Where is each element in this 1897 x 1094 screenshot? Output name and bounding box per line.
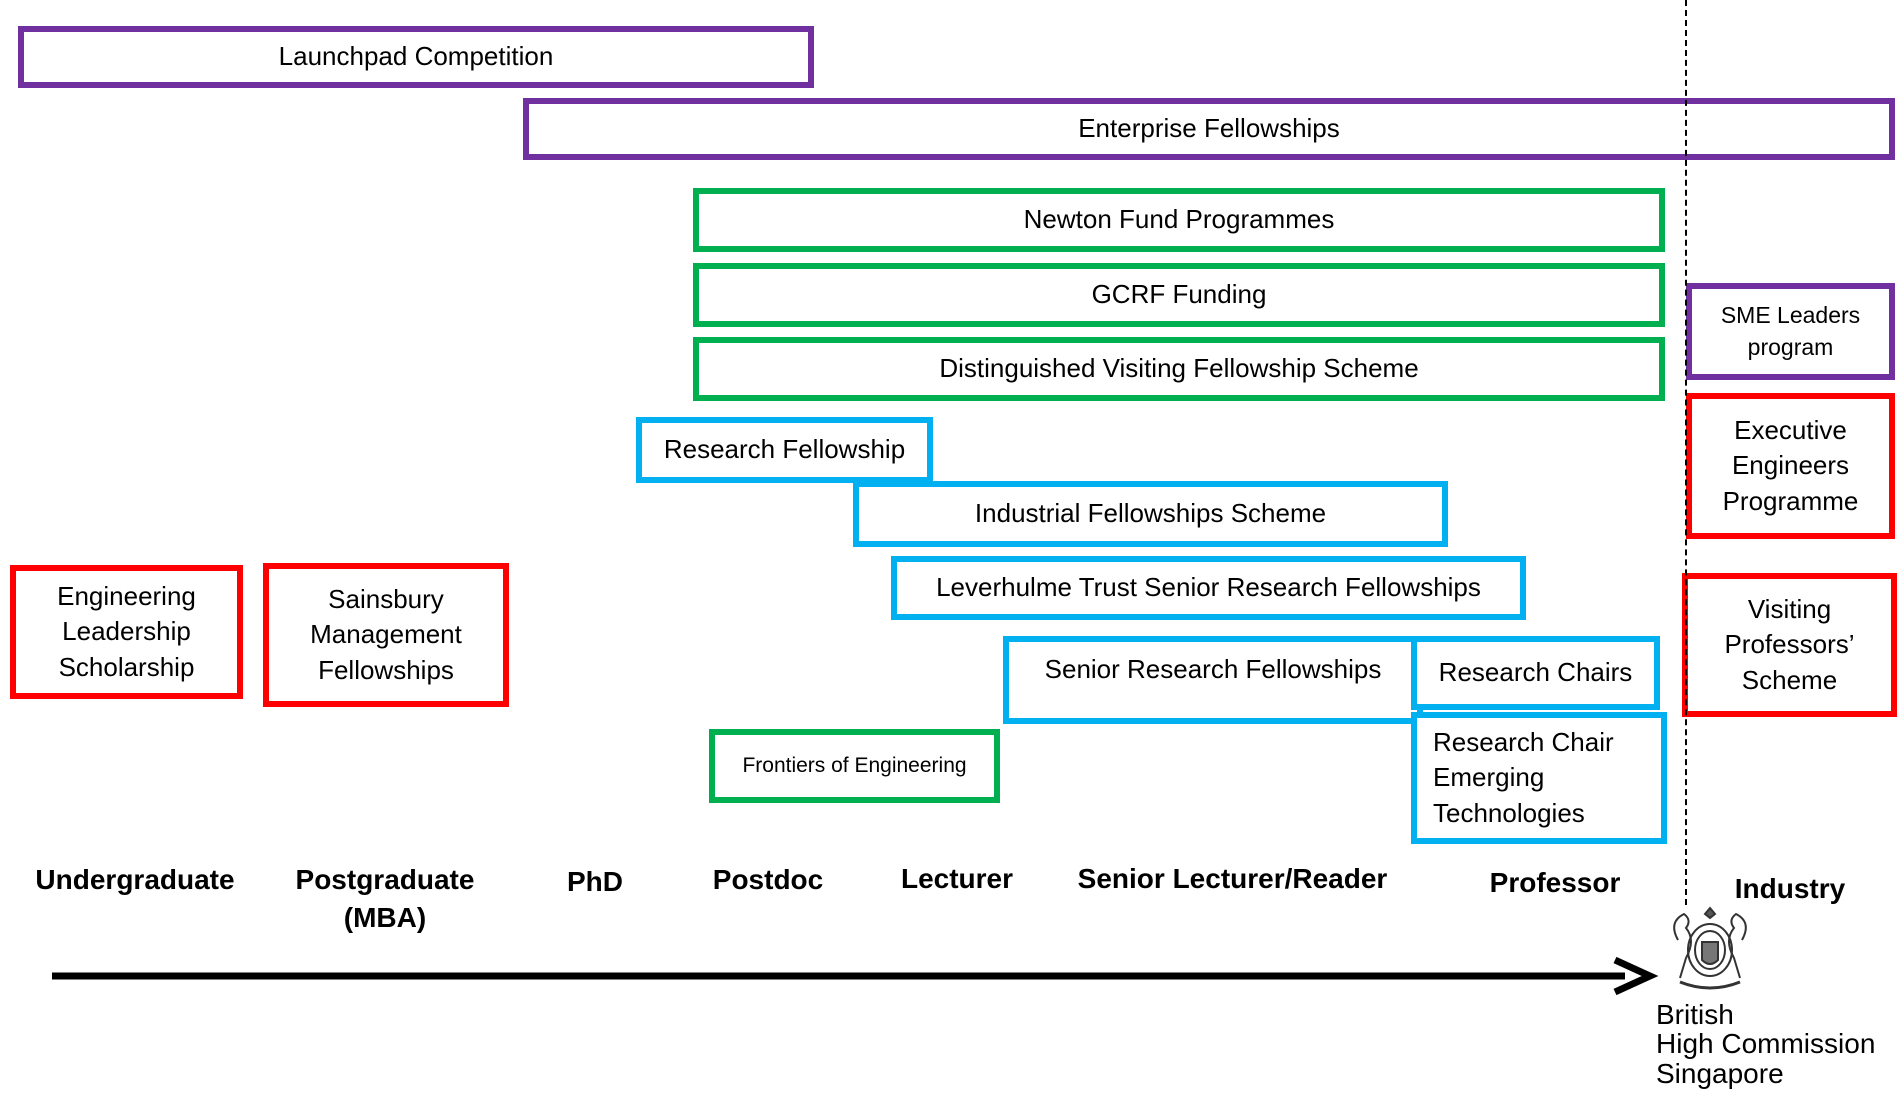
organisation-name: British High Commission Singapore	[1656, 999, 1876, 1089]
enterprise-fellowships-box: Enterprise Fellowships	[523, 98, 1895, 160]
gcrf-funding-label: GCRF Funding	[1091, 279, 1267, 310]
stage-undergraduate: Undergraduate	[35, 864, 235, 895]
industrial-fellowships-label: Industrial Fellowships Scheme	[974, 498, 1327, 529]
enterprise-fellowships-label: Enterprise Fellowships	[1078, 113, 1340, 144]
executive-engineers-label: Executive Engineers Programme	[1722, 415, 1859, 516]
career-arrow	[52, 956, 1659, 996]
distinguished-visiting-label: Distinguished Visiting Fellowship Scheme	[939, 353, 1419, 384]
stage-phd: PhD	[567, 866, 623, 897]
distinguished-visiting-box: Distinguished Visiting Fellowship Scheme	[693, 337, 1665, 401]
visiting-professors-box: Visiting Professors’ Scheme	[1682, 573, 1897, 717]
stage-professor: Professor	[1489, 867, 1621, 898]
frontiers-of-engineering-label: Frontiers of Engineering	[742, 753, 967, 777]
newton-fund-box: Newton Fund Programmes	[693, 188, 1665, 252]
royal-crest-icon	[1673, 906, 1747, 990]
sainsbury-label: Sainsbury Management Fellowships	[310, 584, 462, 685]
research-fellowship-box: Research Fellowship	[636, 417, 933, 483]
org-name-line2: High Commission	[1656, 1028, 1876, 1060]
leverhulme-box: Leverhulme Trust Senior Research Fellows…	[891, 556, 1526, 620]
gcrf-funding-box: GCRF Funding	[693, 263, 1665, 327]
frontiers-of-engineering-box: Frontiers of Engineering	[709, 729, 1000, 803]
stage-postgraduate: Postgraduate (MBA)	[295, 864, 475, 933]
industrial-fellowships-box: Industrial Fellowships Scheme	[853, 481, 1448, 547]
sainsbury-box: Sainsbury Management Fellowships	[263, 563, 509, 707]
sme-leaders-box: SME Leaders program	[1686, 283, 1895, 380]
stage-senior-lecturer: Senior Lecturer/Reader	[1077, 863, 1388, 894]
sme-leaders-label: SME Leaders program	[1720, 302, 1861, 360]
leverhulme-label: Leverhulme Trust Senior Research Fellows…	[936, 572, 1481, 603]
executive-engineers-box: Executive Engineers Programme	[1686, 393, 1895, 539]
senior-research-fellowships-box: Senior Research Fellowships	[1003, 636, 1423, 724]
visiting-professors-label: Visiting Professors’ Scheme	[1724, 594, 1855, 695]
research-chair-emerging-label: Research Chair Emerging Technologies	[1433, 727, 1614, 828]
research-fellowship-label: Research Fellowship	[663, 434, 906, 465]
stage-postdoc: Postdoc	[712, 864, 824, 895]
research-chair-emerging-box: Research Chair Emerging Technologies	[1411, 712, 1667, 844]
industry-divider	[1685, 0, 1687, 905]
stage-lecturer: Lecturer	[900, 863, 1014, 894]
research-chairs-box: Research Chairs	[1411, 636, 1660, 710]
org-name-line3: Singapore	[1656, 1057, 1784, 1089]
org-name-line1: British	[1656, 999, 1734, 1030]
research-chairs-label: Research Chairs	[1438, 657, 1633, 688]
launchpad-competition-box: Launchpad Competition	[18, 26, 814, 88]
engineering-leadership-box: Engineering Leadership Scholarship	[10, 565, 243, 699]
senior-research-fellowships-label: Senior Research Fellowships	[1044, 654, 1382, 684]
newton-fund-label: Newton Fund Programmes	[1023, 204, 1335, 235]
stage-industry: Industry	[1734, 873, 1846, 904]
engineering-leadership-label: Engineering Leadership Scholarship	[57, 581, 196, 682]
launchpad-competition-label: Launchpad Competition	[278, 41, 554, 72]
